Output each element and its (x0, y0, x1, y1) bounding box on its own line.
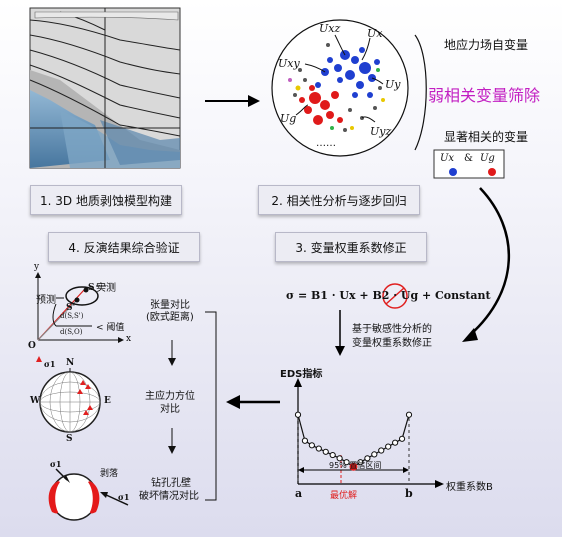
eds-data-point (336, 455, 343, 462)
eds-data-point (364, 455, 371, 462)
eds-data-point (322, 448, 329, 455)
borehole-sigma1-label: σ1 (50, 459, 62, 469)
legend-amp: & (464, 153, 473, 164)
eds-data-point (405, 411, 413, 418)
eds-data-point (371, 451, 378, 458)
eds-tick-b: b (405, 487, 413, 500)
x-axis-label: x (126, 334, 132, 344)
stereonet-south: S (66, 434, 73, 444)
eds-optimum-point (349, 462, 358, 471)
step2-box: 2. 相关性分析与逐步回归 (258, 185, 420, 215)
var-label-uyz: Uyz (370, 125, 392, 138)
step3-box: 3. 变量权重系数修正 (275, 232, 427, 262)
step2-label: 2. 相关性分析与逐步回归 (271, 193, 407, 208)
y-axis-label: y (34, 262, 40, 272)
eds-interval-label: 95% 置信区间 (329, 461, 382, 470)
legend-ug: Ug (480, 153, 495, 164)
compare1-line1: 张量对比 (150, 300, 190, 311)
borehole-sigma-label: σ1 (118, 492, 130, 502)
formula-note-line1: 基于敏感性分析的 (352, 324, 432, 335)
screen-label: 弱相关变量筛除 (428, 86, 541, 105)
point-sprime-label: S' (66, 303, 76, 313)
predicted-label: 预测 (36, 295, 56, 306)
eds-optimum-label: 最优解 (330, 491, 358, 501)
significant-label: 显著相关的变量 (444, 130, 529, 144)
eds-data-point (398, 435, 406, 442)
step1-box: 1. 3D 地质剥蚀模型构建 (30, 185, 182, 215)
var-label-uxy: Uxy (278, 57, 300, 70)
var-label-ux: Ux (367, 27, 383, 40)
compare2-line1: 主应力方位 (145, 391, 195, 402)
eds-data-point (343, 459, 350, 466)
var-ellipsis: …… (316, 138, 336, 149)
variables-title: 地应力场自变量 (444, 38, 529, 52)
stereonet-east: E (104, 396, 111, 406)
threshold-label: < 阈值 (96, 323, 125, 333)
measured-label: 实测 (96, 283, 116, 294)
dist1-label: d(S,S') (60, 312, 84, 320)
eds-data-point (357, 459, 364, 466)
eds-data-point (329, 451, 336, 459)
eds-data-point (315, 445, 322, 452)
eds-xlabel: 权重系数B (446, 482, 493, 493)
compare3-line2: 破坏情况对比 (139, 491, 199, 502)
stereonet-west: W (30, 396, 41, 406)
point-s-label: S (88, 283, 95, 293)
sigma1-legend: σ1 (44, 359, 56, 369)
var-label-uxz: Uxz (319, 22, 341, 35)
origin-label: O (28, 341, 36, 351)
eds-data-point (385, 443, 392, 450)
compare1-line2: (欧式距离) (146, 312, 194, 323)
step4-label: 4. 反演结果综合验证 (68, 240, 180, 255)
var-label-uy: Uy (385, 78, 401, 91)
step4-box: 4. 反演结果综合验证 (48, 232, 200, 262)
compare2-line2: 对比 (160, 404, 180, 415)
eds-tick-a: a (295, 487, 303, 500)
formula-note-line2: 变量权重系数修正 (352, 338, 432, 349)
eds-data-point (378, 447, 385, 454)
step1-label: 1. 3D 地质剥蚀模型构建 (40, 193, 172, 208)
eds-data-point (392, 439, 399, 446)
eds-data-point (308, 442, 315, 449)
eds-line (297, 414, 410, 468)
eds-data-point (294, 411, 302, 418)
stereonet-north: N (66, 358, 75, 368)
eds-data-point (301, 437, 309, 444)
var-label-ug: Ug (280, 112, 297, 125)
compare3-line1: 钻孔孔壁 (151, 478, 191, 489)
spalling-label: 剥落 (100, 469, 119, 479)
legend-ux: Ux (440, 153, 455, 164)
dist2-label: d(S,O) (60, 328, 83, 336)
step3-label: 3. 变量权重系数修正 (295, 240, 407, 255)
eds-curve (294, 411, 413, 471)
eds-ylabel: EDS指标 (280, 369, 323, 380)
regression-formula: σ = B1 · Ux + B2 · Ug + Constant (286, 289, 491, 302)
